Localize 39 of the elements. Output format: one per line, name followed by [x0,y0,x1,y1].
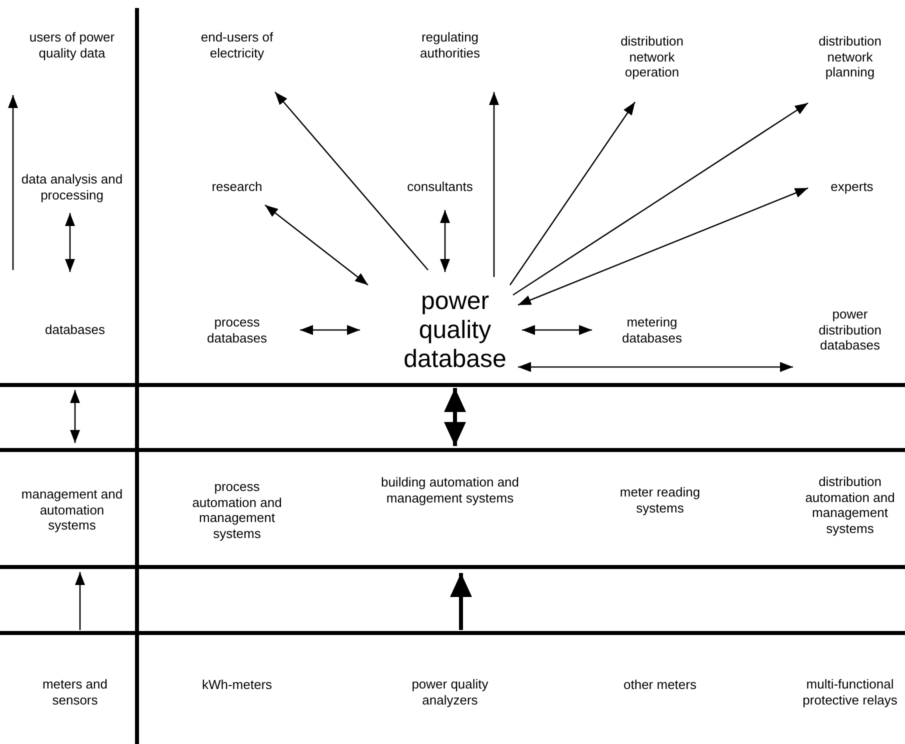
arrow [489,92,499,277]
level-label: management and automation systems [14,486,130,534]
node-label: distribution automation and management systems [798,474,902,536]
node-label: process databases [187,314,287,346]
arrow [65,213,75,272]
arrow [509,102,636,286]
node-label: end-users of electricity [187,29,287,61]
node-label: power distribution databases [805,306,895,354]
node-label: consultants [407,179,473,195]
node-label: process automation and management systems [187,478,287,542]
arrow [440,210,450,272]
node-label: power quality analyzers [400,676,500,708]
arrow [75,572,85,630]
level-label: meters and sensors [25,676,125,708]
level-label: databases [45,322,105,338]
arrow [300,325,360,335]
arrow [274,92,428,270]
arrow [512,102,808,296]
thick-arrow [450,573,472,630]
node-label: metering databases [602,314,702,346]
node-label: distribution network operation [607,34,697,80]
node-label: other meters [624,677,696,693]
level-label: data analysis and processing [17,171,127,203]
node-label: distribution network planning [805,34,895,80]
arrow [518,362,793,372]
level-label: users of power quality data [14,29,130,61]
thick-arrow [444,388,466,446]
node-label: kWh-meters [202,677,272,693]
node-label: meter reading systems [610,484,710,516]
arrow [264,204,368,286]
node-label: experts [830,179,874,195]
arrow [522,325,592,335]
node-label: power quality database [390,286,520,374]
node-label: building automation and management systems [380,474,520,506]
node-label: multi-functional protective relays [798,676,902,708]
node-label: regulating authorities [400,29,500,61]
arrow [518,187,808,306]
node-label: research [212,179,262,195]
arrow [70,390,80,443]
